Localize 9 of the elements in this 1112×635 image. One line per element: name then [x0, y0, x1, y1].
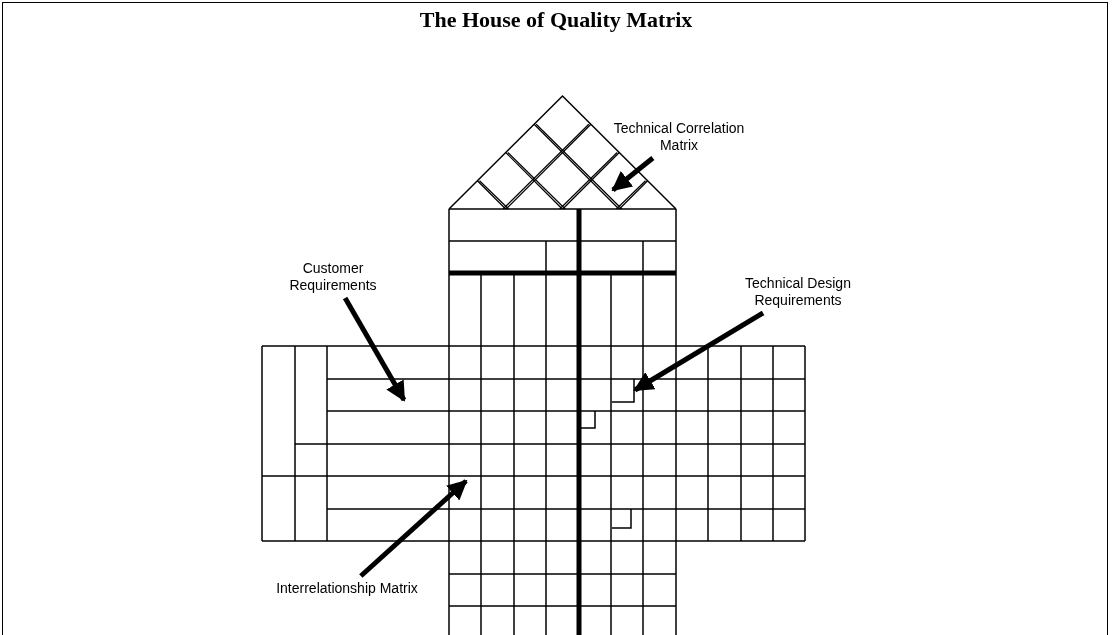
diagram-title: The House of Quality Matrix — [418, 7, 694, 33]
callout-label: Technical Design Requirements — [723, 275, 873, 309]
callout-label: Technical Correlation Matrix — [604, 120, 754, 154]
callout-label: Customer Requirements — [258, 260, 408, 294]
leader-arrow — [359, 479, 468, 578]
leader-arrow — [633, 310, 765, 393]
leader-arrow — [342, 296, 407, 402]
callout-label: Interrelationship Matrix — [272, 580, 422, 597]
leader-arrow — [611, 156, 655, 192]
